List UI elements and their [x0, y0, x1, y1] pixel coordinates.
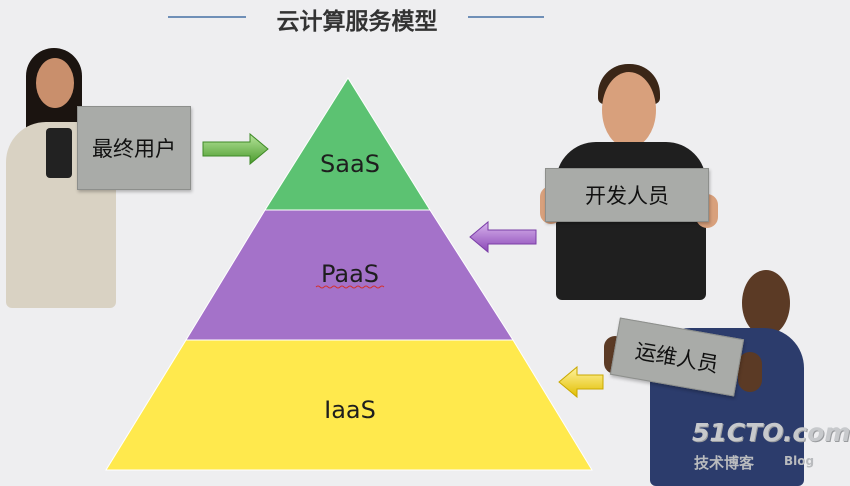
- spellcheck-underline: [315, 285, 385, 289]
- tier-label-saas: SaaS: [320, 150, 380, 178]
- tier-label-paas: PaaS: [321, 260, 379, 288]
- title-bar: 云计算服务模型: [0, 2, 831, 35]
- tier-label-iaas: IaaS: [324, 396, 376, 424]
- head: [742, 270, 790, 336]
- developer-arrow: [469, 220, 537, 254]
- end-user-arrow: [202, 132, 269, 166]
- tier-saas: [264, 77, 431, 211]
- page-title: 云计算服务模型: [276, 9, 438, 35]
- title-divider-left: [168, 16, 246, 18]
- title-divider-right: [468, 16, 544, 18]
- watermark-site: 51CTO.com: [692, 418, 850, 447]
- head: [36, 58, 74, 108]
- watermark-blog: Blog: [784, 454, 815, 468]
- head: [602, 72, 656, 148]
- end-user-person: [0, 48, 140, 308]
- developer-sign: 开发人员: [545, 168, 709, 222]
- operator-arrow: [558, 365, 604, 399]
- shirt: [46, 128, 72, 178]
- tier-iaas: [105, 339, 593, 471]
- watermark-subtitle: 技术博客: [694, 454, 755, 472]
- right-hand: [738, 352, 762, 392]
- watermark: 51CTO.com 技术博客 Blog: [692, 418, 850, 478]
- cloud-service-pyramid: SaaS PaaS IaaS: [105, 77, 604, 471]
- end-user-sign: 最终用户: [77, 106, 191, 190]
